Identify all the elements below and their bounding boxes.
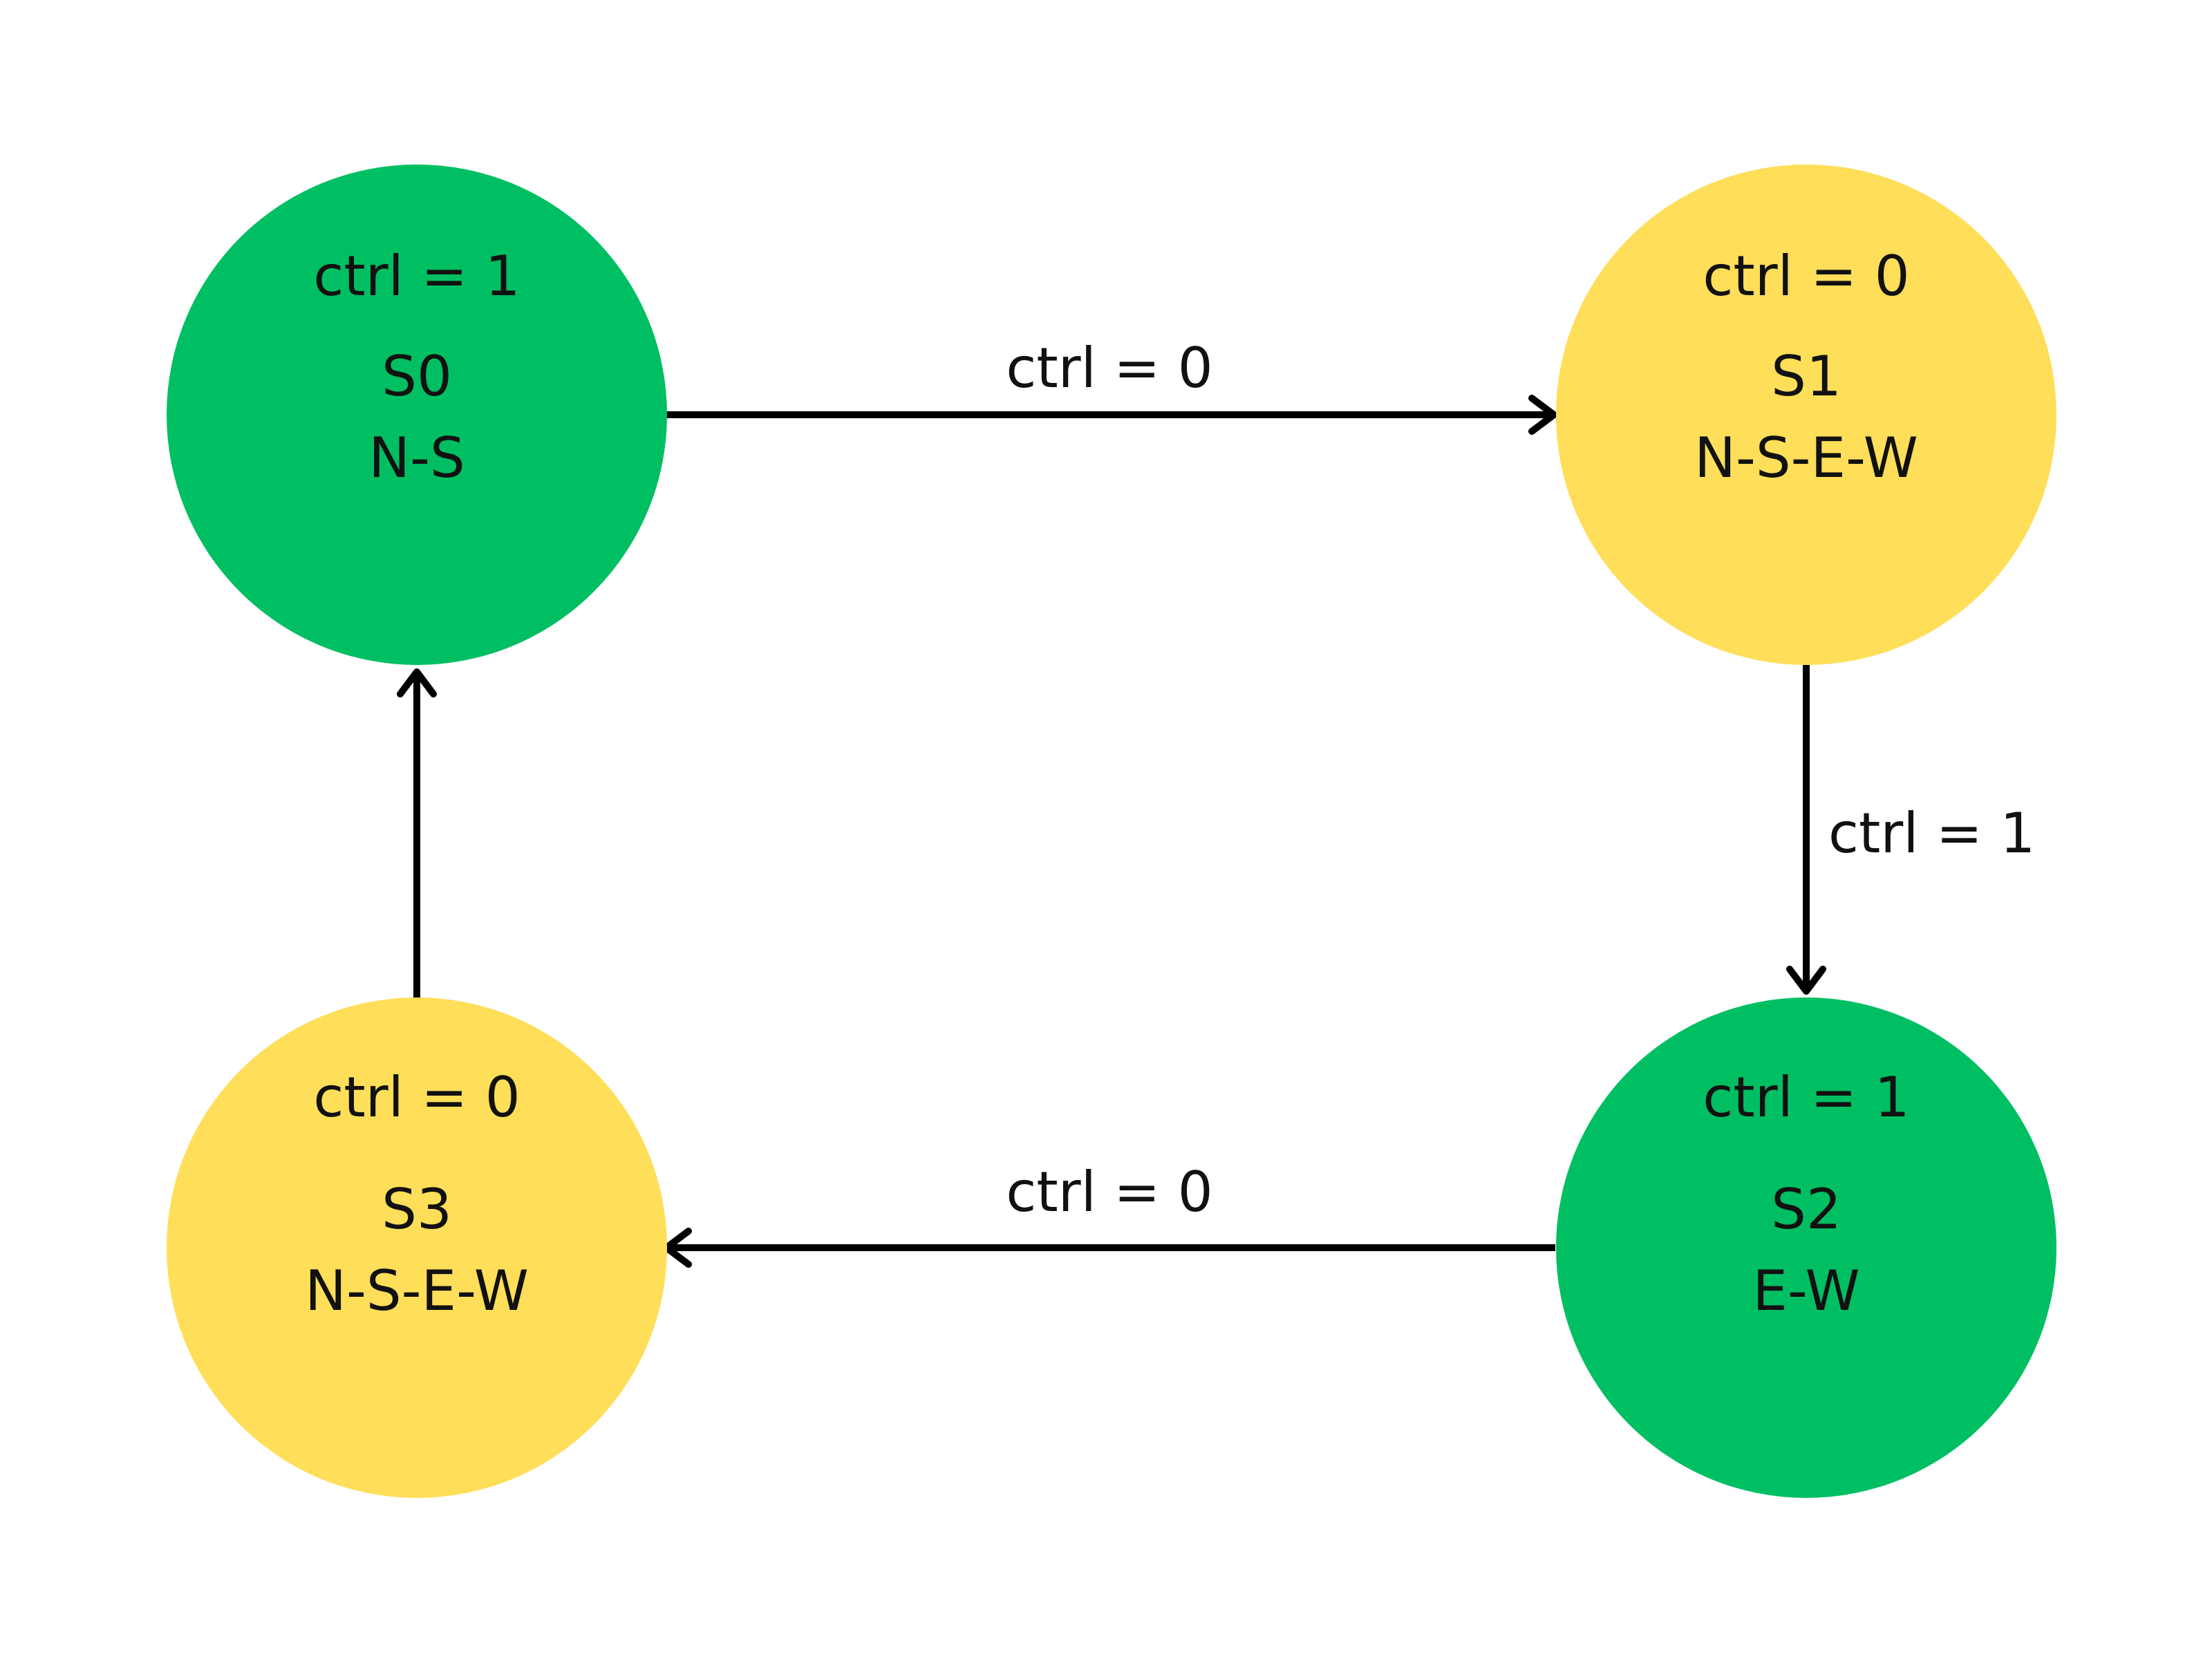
transition-s0-s1: ctrl = 0 (665, 336, 1557, 435)
state-s2: ctrl = 1 S2 E-W (1556, 997, 2056, 1498)
state-direction-s1: N-S-E-W (1694, 426, 1918, 490)
state-ctrl-s1: ctrl = 0 (1703, 244, 1909, 308)
state-direction-s0: N-S (368, 426, 465, 490)
state-name-s0: S0 (382, 344, 452, 409)
state-direction-s3: N-S-E-W (305, 1259, 529, 1323)
transition-label-s2-s3: ctrl = 0 (1006, 1160, 1212, 1224)
state-circle-s2 (1556, 997, 2056, 1498)
state-s1: ctrl = 0 S1 N-S-E-W (1556, 165, 2056, 665)
transition-label-s1-s2: ctrl = 1 (1828, 801, 2035, 865)
state-direction-s2: E-W (1752, 1259, 1859, 1323)
state-circle-s3 (167, 997, 667, 1498)
state-s3: ctrl = 0 S3 N-S-E-W (167, 997, 667, 1498)
state-name-s2: S2 (1771, 1177, 1841, 1241)
state-circle-s0 (167, 165, 667, 665)
state-ctrl-s2: ctrl = 1 (1703, 1065, 1909, 1130)
state-name-s3: S3 (382, 1177, 452, 1241)
state-circle-s1 (1556, 165, 2056, 665)
state-ctrl-s0: ctrl = 1 (313, 244, 520, 308)
state-name-s1: S1 (1771, 344, 1841, 409)
transition-s1-s2: ctrl = 1 (1786, 665, 2035, 995)
state-ctrl-s3: ctrl = 0 (313, 1065, 520, 1130)
transition-label-s0-s1: ctrl = 0 (1006, 336, 1212, 400)
state-s0: ctrl = 1 S0 N-S (167, 165, 667, 665)
transition-s2-s3: ctrl = 0 (663, 1160, 1555, 1268)
